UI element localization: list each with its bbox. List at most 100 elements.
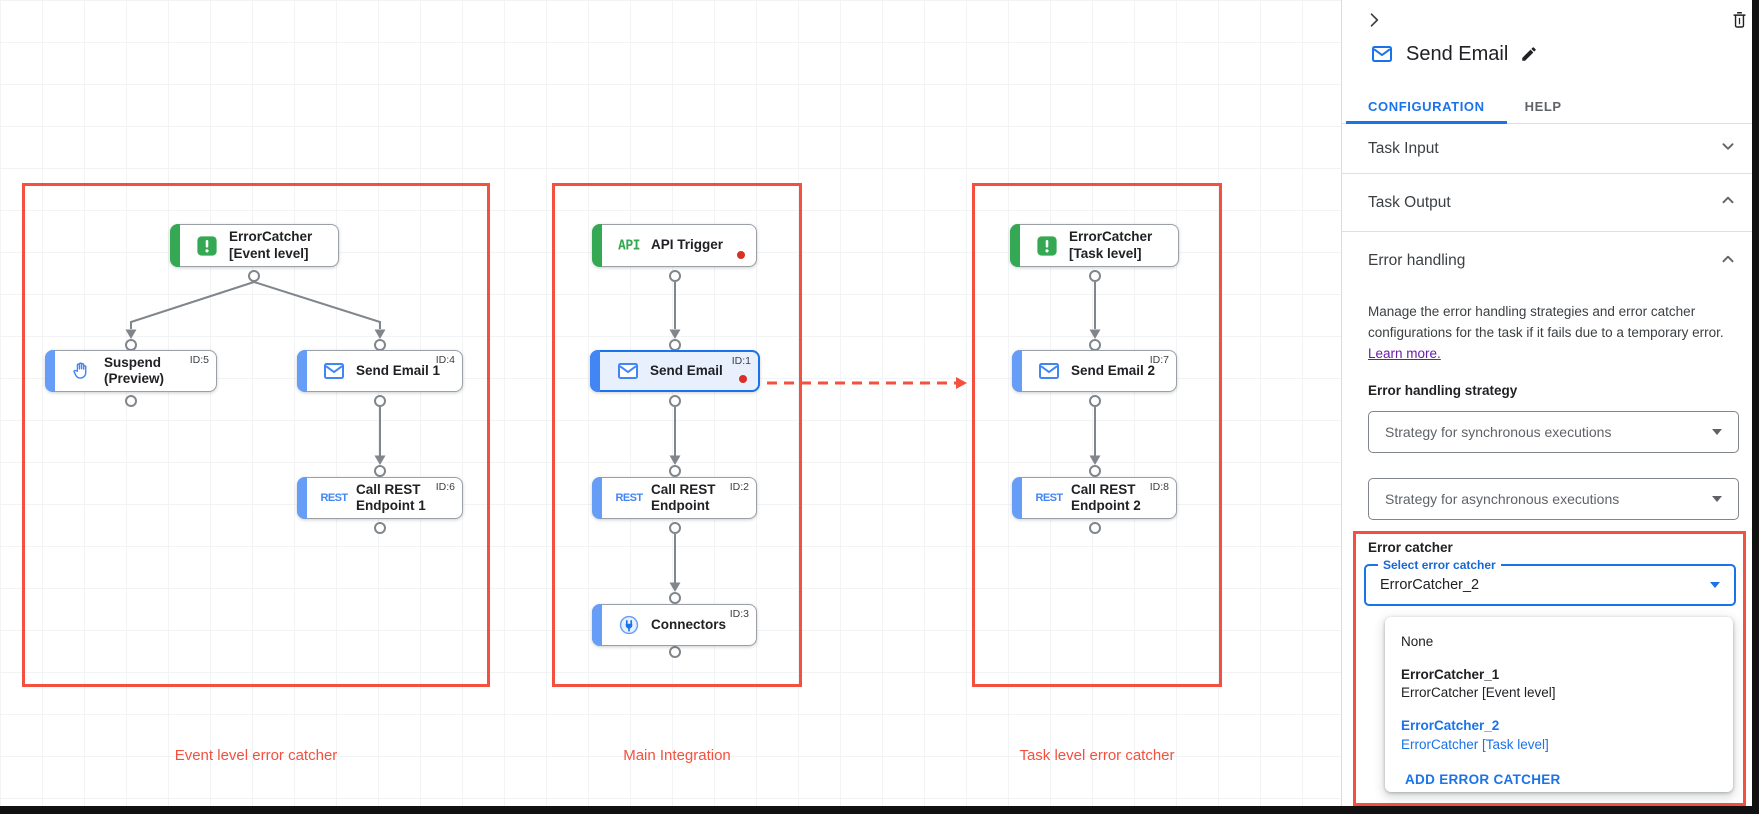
node-color-bar (170, 224, 180, 267)
node-id-badge: ID:3 (729, 608, 749, 620)
group-task-level-error-catcher (972, 183, 1222, 687)
error-handling-description: Manage the error handling strategies and… (1368, 304, 1724, 361)
node-id-badge: ID:4 (435, 354, 455, 366)
node-label: Send Email 2 (1071, 362, 1156, 378)
edit-title-icon[interactable] (1520, 45, 1538, 63)
async-strategy-dropdown[interactable]: Strategy for asynchronous executions (1368, 478, 1739, 520)
tab-configuration[interactable]: CONFIGURATION (1346, 90, 1507, 124)
dropdown-caret-icon (1710, 582, 1720, 588)
dropdown-caret-icon (1712, 429, 1722, 435)
node-color-bar (45, 350, 55, 392)
group-label: Event level error catcher (174, 747, 338, 764)
window-bottom-edge (0, 806, 1759, 814)
node-id-badge: ID:6 (435, 481, 455, 493)
rest-icon: REST (615, 492, 644, 504)
node-label: ErrorCatcher[Event level] (229, 229, 313, 261)
node-label: API Trigger (651, 237, 724, 253)
node-color-bar (297, 477, 307, 519)
node-id-badge: ID:5 (189, 354, 209, 366)
node-id-badge: ID:2 (729, 481, 749, 493)
node-label: Suspend(Preview) (104, 354, 165, 386)
menu-option-none[interactable]: None (1385, 630, 1733, 653)
error-status-dot (737, 251, 745, 259)
option-label: ErrorCatcher_2 (1401, 718, 1500, 734)
group-label: Main Integration (623, 747, 731, 764)
node-color-bar (590, 350, 600, 392)
rest-icon: REST (320, 492, 349, 504)
api-icon: API (618, 238, 640, 253)
mail-icon (1033, 359, 1065, 383)
section-error-handling[interactable]: Error handling (1342, 232, 1759, 290)
delete-task-icon[interactable] (1730, 10, 1749, 34)
mail-icon (612, 359, 644, 383)
node-api-trigger[interactable]: API API Trigger (592, 224, 757, 267)
node-errorcatcher-event[interactable]: ErrorCatcher[Event level] (170, 224, 339, 267)
error-icon (1031, 235, 1063, 257)
node-color-bar (592, 604, 602, 646)
node-id-badge: ID:1 (731, 355, 751, 367)
strategy-label: Error handling strategy (1368, 383, 1518, 398)
email-task-icon (1372, 46, 1392, 62)
learn-more-link[interactable]: Learn more. (1368, 345, 1441, 361)
node-color-bar (297, 350, 307, 392)
error-catcher-label: Error catcher (1368, 540, 1453, 555)
option-sublabel: ErrorCatcher [Event level] (1401, 685, 1556, 701)
panel-title-row: Send Email (1370, 42, 1538, 66)
flow-edges (125, 270, 1101, 658)
group-label: Task level error catcher (1019, 747, 1175, 764)
node-label: Send Email 1 (356, 362, 441, 378)
node-color-bar (1012, 477, 1022, 519)
hand-icon (66, 361, 98, 381)
collapse-panel-icon[interactable] (1364, 10, 1384, 35)
chevron-down-icon[interactable] (1717, 135, 1739, 162)
rest-icon: REST (1035, 492, 1064, 504)
section-task-input[interactable]: Task Input (1342, 124, 1759, 174)
error-icon (191, 235, 223, 257)
mail-icon (318, 359, 350, 383)
node-id-badge: ID:8 (1149, 481, 1169, 493)
window-right-edge (1752, 0, 1759, 814)
node-label: ErrorCatcher[Task level] (1069, 229, 1153, 261)
task-config-panel: Send Email CONFIGURATION HELP Task Input… (1341, 0, 1759, 814)
select-error-catcher[interactable]: Select error catcher ErrorCatcher_2 (1364, 558, 1736, 606)
node-color-bar (1010, 224, 1020, 267)
node-label: Send Email (650, 362, 723, 378)
group-event-level-error-catcher (22, 183, 490, 687)
tab-help[interactable]: HELP (1524, 99, 1562, 114)
node-suspend[interactable]: Suspend(Preview) ID:5 (45, 350, 217, 392)
node-id-badge: ID:7 (1149, 354, 1169, 366)
node-color-bar (592, 224, 602, 267)
error-status-dot (739, 375, 747, 383)
group-main-integration (552, 183, 802, 687)
node-color-bar (1012, 350, 1022, 392)
node-errorcatcher-task[interactable]: ErrorCatcher[Task level] (1010, 224, 1179, 267)
dropdown-caret-icon (1712, 496, 1722, 502)
option-sublabel: ErrorCatcher [Task level] (1401, 736, 1549, 752)
chevron-up-icon[interactable] (1717, 248, 1739, 275)
option-label: ErrorCatcher_1 (1401, 667, 1500, 682)
node-label: Connectors (651, 616, 727, 632)
select-error-catcher-value: ErrorCatcher_2 (1380, 577, 1480, 593)
add-error-catcher-button[interactable]: ADD ERROR CATCHER (1405, 771, 1561, 787)
page-title: Send Email (1406, 42, 1509, 65)
chevron-up-icon[interactable] (1717, 189, 1739, 216)
node-send-email[interactable]: Send Email ID:1 (590, 350, 760, 392)
flow-canvas[interactable]: Event level error catcher Main Integratio… (0, 0, 1341, 814)
node-color-bar (592, 477, 602, 519)
select-error-catcher-floating-label: Select error catcher (1378, 558, 1501, 572)
panel-tabs: CONFIGURATION HELP (1342, 90, 1759, 124)
section-task-output[interactable]: Task Output (1342, 174, 1759, 232)
sync-strategy-dropdown[interactable]: Strategy for synchronous executions (1368, 411, 1739, 453)
